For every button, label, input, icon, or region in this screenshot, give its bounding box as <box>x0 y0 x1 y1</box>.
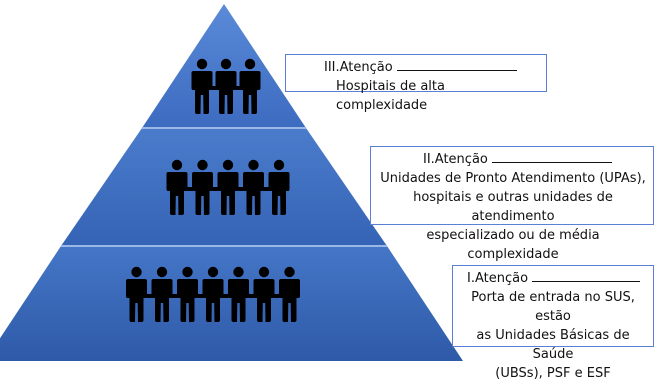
level-heading-row: I.Atenção <box>459 269 647 288</box>
pyramid-diagram <box>0 4 463 361</box>
level-heading-row: II.Atenção <box>379 150 647 169</box>
linked-hands-icon <box>186 187 194 191</box>
linked-hands-icon <box>145 294 153 298</box>
linked-hands-icon <box>273 294 281 298</box>
linked-hands-icon <box>196 294 204 298</box>
people-group-icon <box>191 58 261 114</box>
level-3-label-box: III.Atenção Hospitais de alta complexida… <box>285 54 547 113</box>
linked-hands-icon <box>171 294 179 298</box>
level-description-line: (UBSs), PSF e ESF <box>495 366 611 381</box>
level-heading: II.Atenção <box>423 152 488 167</box>
level-2-label-box: II.Atenção Unidades de Pronto Atendiment… <box>370 146 654 262</box>
people-group-icon <box>166 159 290 215</box>
level-1-label-box: I.Atenção Porta de entrada no SUS, estão… <box>452 265 654 381</box>
level-heading: I.Atenção <box>467 271 529 286</box>
level-description-line: Porta de entrada no SUS, estão <box>471 290 635 324</box>
level-description: Hospitais de alta complexidade <box>336 79 445 113</box>
blank-line <box>396 58 517 71</box>
level-description-line: as Unidades Básicas de Saúde <box>476 328 630 362</box>
linked-hands-icon <box>211 187 219 191</box>
level-description-line: hospitais e outras unidades de atendimen… <box>413 190 613 224</box>
level-heading: III.Atenção <box>324 60 393 75</box>
level-heading-row: III.Atenção <box>296 58 538 77</box>
people-group-icon <box>126 266 300 322</box>
level-description-line: especializado ou de média complexidade <box>426 228 600 262</box>
linked-hands-icon <box>222 294 230 298</box>
linked-hands-icon <box>262 187 270 191</box>
level-description-line: Unidades de Pronto Atendimento (UPAs), <box>380 171 646 186</box>
linked-hands-icon <box>247 294 255 298</box>
linked-hands-icon <box>237 187 245 191</box>
blank-line <box>532 269 641 282</box>
blank-line <box>491 150 612 163</box>
